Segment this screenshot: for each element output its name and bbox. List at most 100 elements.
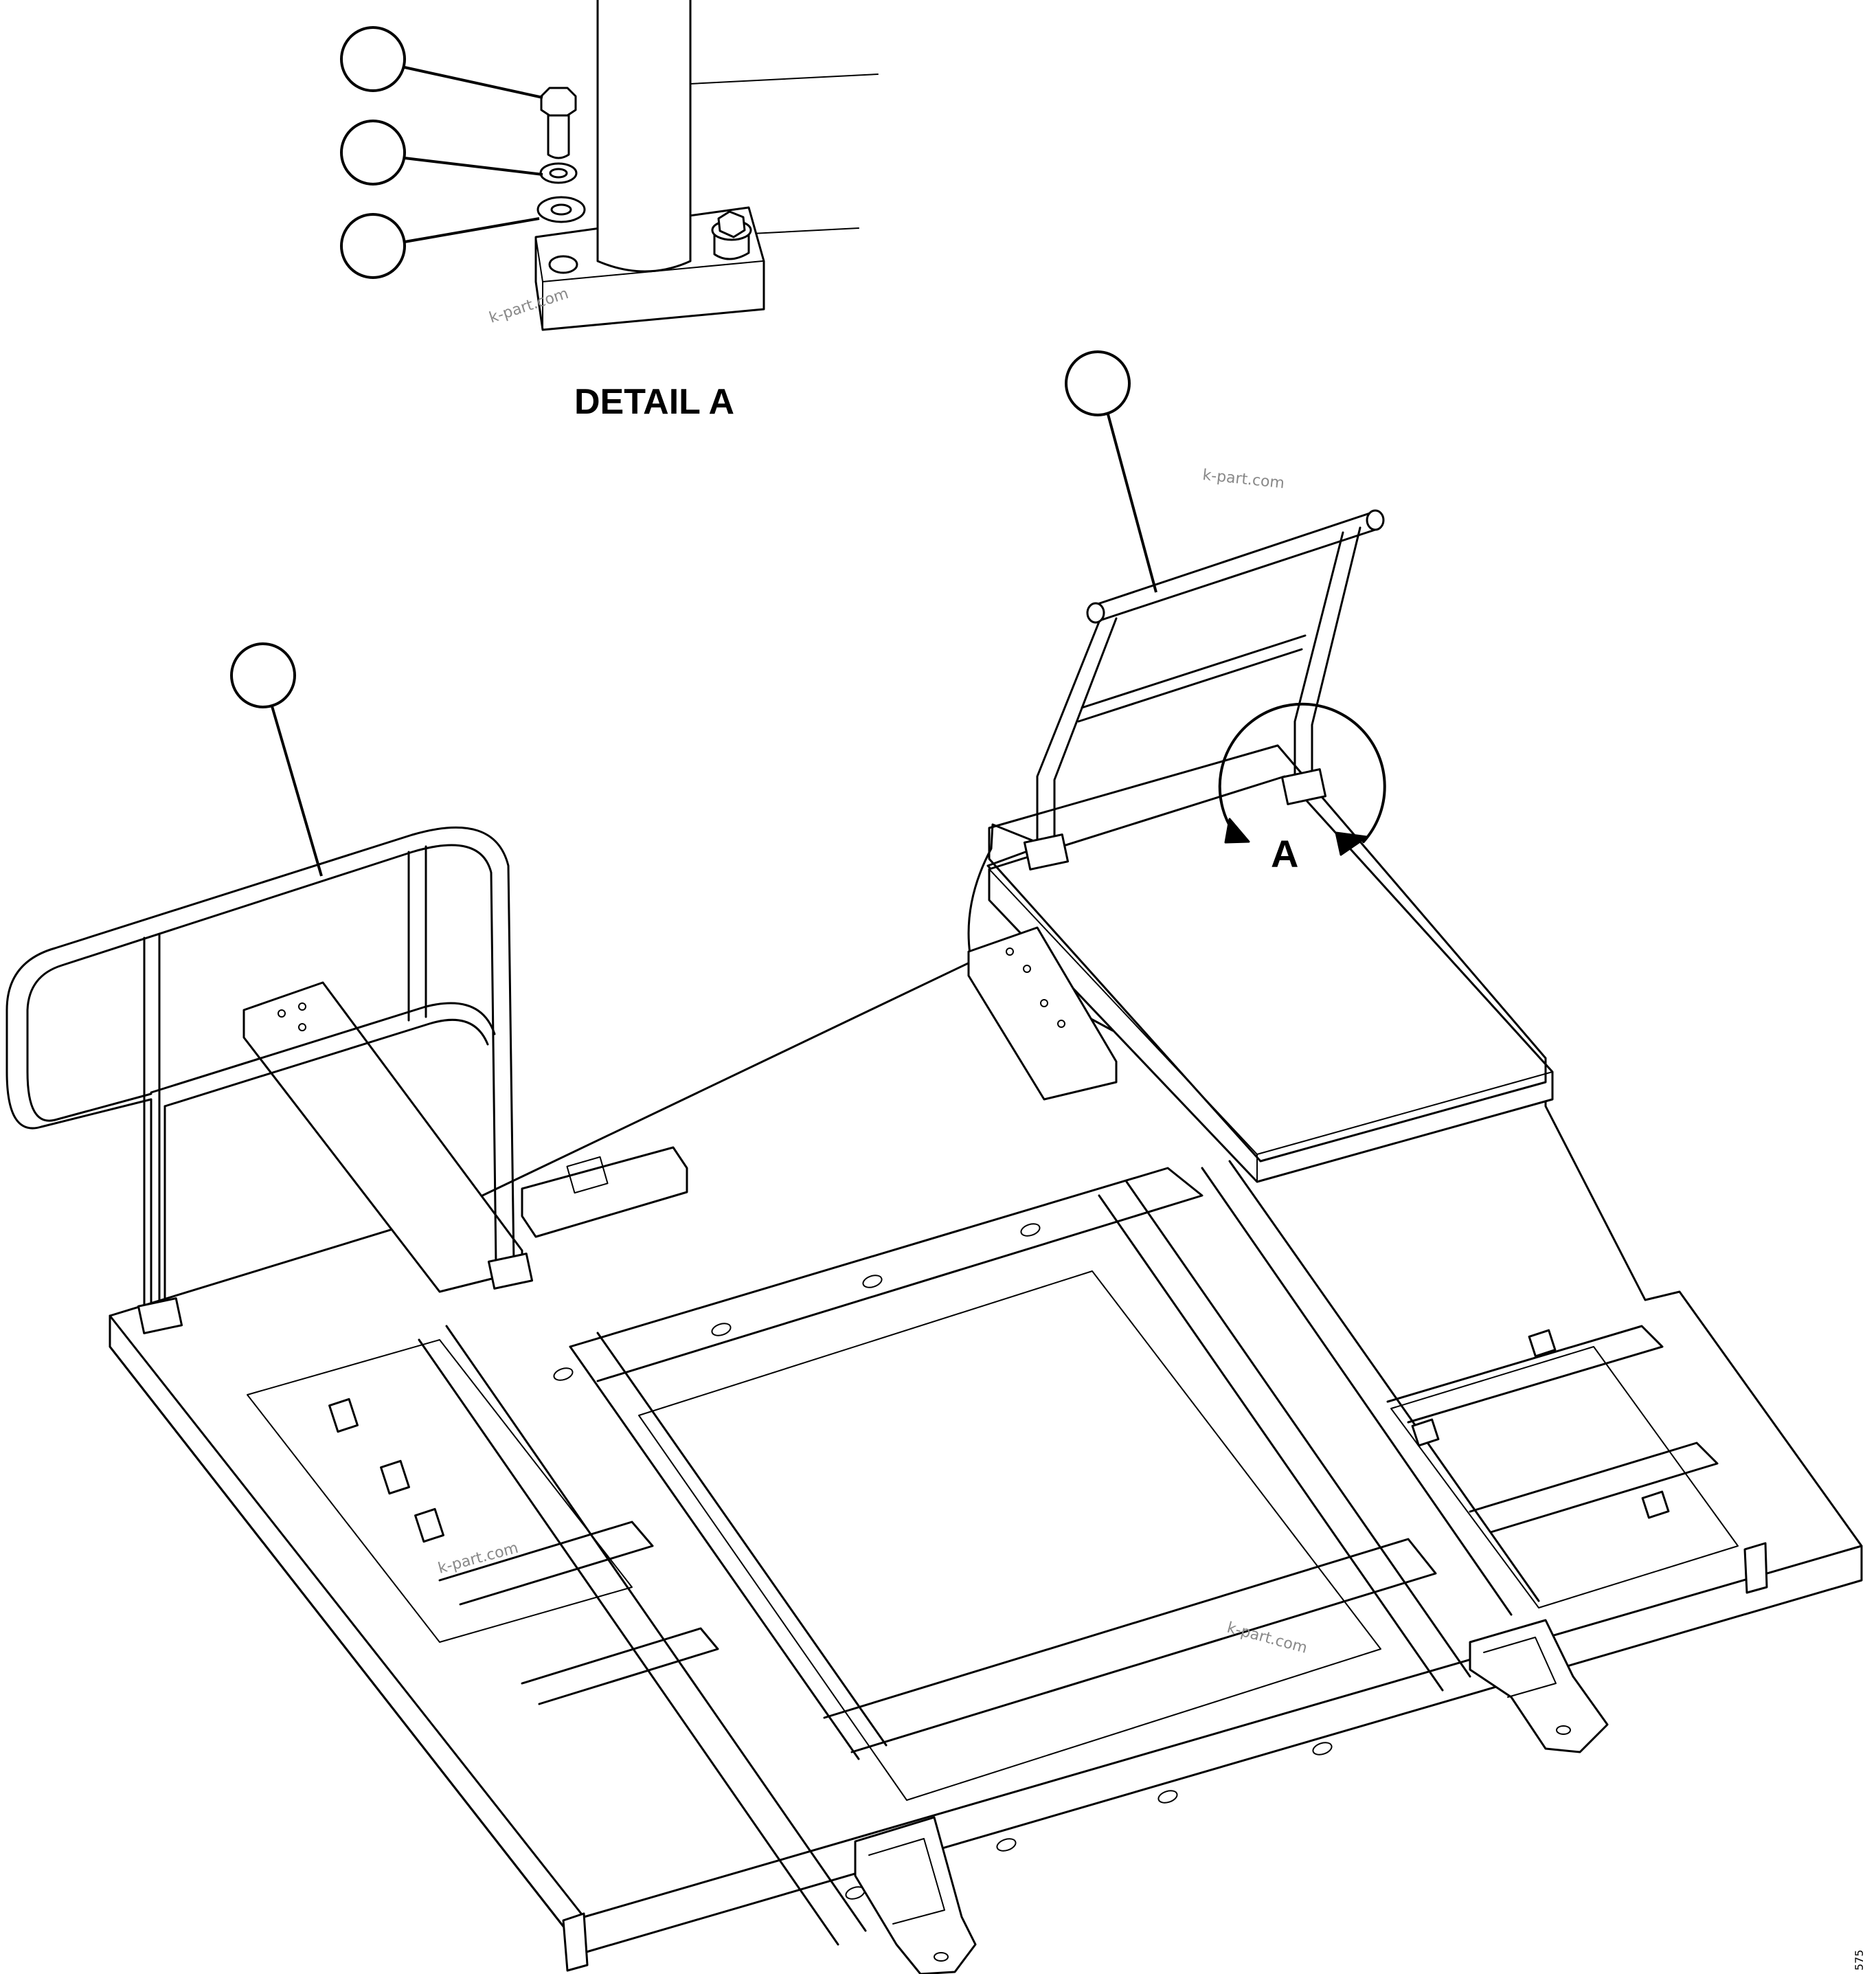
left-handrail-foot-2	[487, 1253, 534, 1290]
step-hole	[1040, 999, 1048, 1007]
slot	[711, 1323, 732, 1336]
support-hole	[278, 1009, 286, 1018]
right-handrail-foot-2	[1280, 768, 1327, 805]
cross-member-mid	[823, 1538, 1437, 1753]
callout-right-handrail	[1065, 350, 1131, 416]
cross-member-low	[438, 1521, 654, 1606]
bracket	[414, 1507, 444, 1543]
detail-lock-washer	[539, 162, 578, 184]
callout-right-handrail-leader	[1107, 414, 1157, 593]
slot	[553, 1367, 574, 1381]
rail-right-1	[1098, 1194, 1444, 1692]
deck-front-edge	[109, 1314, 585, 1954]
bracket	[328, 1398, 359, 1433]
rail-right-2	[1125, 1180, 1471, 1678]
foot-left-inner	[868, 1838, 945, 1925]
callout-lock-washer-leader	[404, 157, 543, 176]
detail-edge-line-1	[690, 74, 879, 85]
foot-right-hole	[1556, 1725, 1571, 1735]
callout-lock-washer	[340, 120, 406, 186]
left-handrail-outer	[5, 826, 515, 1327]
watermark-2: k-part.com	[1201, 467, 1285, 492]
rail-centre-1	[569, 1345, 860, 1760]
bracket	[1641, 1490, 1670, 1519]
detail-post-front	[598, 206, 690, 271]
right-panel	[1390, 1346, 1739, 1608]
right-handrail-post-1	[1036, 617, 1118, 846]
step-hole	[1006, 947, 1014, 956]
callout-bolt-leader	[404, 66, 543, 99]
left-handrail-mid	[150, 1002, 496, 1108]
detail-a-inset: k-part.com DETAIL A	[340, 0, 879, 422]
cross-member-top	[569, 1167, 1203, 1382]
rail-far-right-2	[1228, 1160, 1540, 1602]
cross-member-right	[1386, 1325, 1664, 1424]
clamp-block-ear	[566, 1156, 609, 1194]
end-cap-left	[562, 1912, 589, 1972]
detail-flat-washer	[536, 196, 586, 223]
detail-bolt-head	[540, 87, 577, 117]
left-handrail-post-1	[143, 933, 161, 1327]
callout-left-handrail	[230, 642, 296, 708]
detail-lock-washer-hole	[549, 168, 568, 179]
detail-bolt-shank	[547, 114, 570, 159]
slot	[1157, 1790, 1178, 1804]
callout-flat-washer-leader	[404, 217, 540, 243]
support-hole	[298, 1002, 306, 1011]
detail-a-marker: A	[1271, 832, 1298, 875]
rear-support-left	[242, 981, 523, 1293]
slot	[862, 1275, 883, 1288]
slot	[1020, 1223, 1041, 1237]
step-hole	[1057, 1020, 1065, 1028]
right-handrail-end-cap-right	[1366, 509, 1385, 531]
step-hole	[1023, 965, 1031, 973]
foot-left-hole	[934, 1952, 949, 1962]
rear-support-left-edge	[243, 1037, 440, 1292]
rail-left	[418, 1338, 839, 1946]
detail-a-title: DETAIL A	[574, 382, 734, 422]
left-handrail	[5, 642, 534, 1334]
centre-opening	[638, 1270, 1381, 1801]
rail-left-2	[445, 1325, 867, 1932]
detail-a-circle	[1218, 702, 1386, 843]
bracket	[1411, 1418, 1440, 1447]
end-cap-right	[1743, 1542, 1768, 1594]
right-handrail-end-cap-left	[1086, 602, 1105, 624]
detail-plate-hole	[548, 255, 578, 274]
slot	[1312, 1742, 1333, 1756]
slots	[553, 1223, 1333, 1900]
left-handrail-foot-1	[137, 1297, 183, 1334]
right-handrail-post-2	[1293, 526, 1361, 778]
right-handrail-top-rail	[1094, 511, 1379, 623]
cross-member-right-2	[1469, 1442, 1719, 1534]
detail-a-arrow-right	[1335, 831, 1368, 856]
left-panel	[247, 1339, 633, 1643]
foot-right-inner	[1483, 1637, 1557, 1698]
drawing-code: 575	[1853, 1949, 1866, 1971]
watermark-3: k-part.com	[436, 1540, 520, 1578]
deck-frame	[109, 744, 1863, 1974]
callout-bolt	[340, 26, 406, 92]
detail-flat-washer-hole	[550, 203, 572, 216]
upper-right-base	[988, 744, 1547, 1163]
right-handrail-foot-1	[1023, 833, 1070, 871]
right-handrail: A	[1023, 350, 1386, 875]
detail-post-outline	[596, 198, 692, 273]
clamp-block	[521, 1146, 688, 1238]
left-handrail-post-2	[407, 845, 427, 1022]
left-handrail-inner	[26, 844, 497, 1327]
callout-left-handrail-leader	[271, 706, 323, 877]
rail-centre-2	[596, 1332, 888, 1747]
detail-installed-bolt-hex	[717, 210, 746, 238]
deck-front-edge-inner	[109, 1314, 1863, 1918]
upper-step	[967, 926, 1118, 1101]
bracket	[380, 1459, 410, 1495]
cross-member-low-2	[521, 1627, 719, 1705]
right-handrail-mid-rail	[1077, 634, 1307, 723]
deck-outline	[109, 823, 1863, 1954]
slot	[996, 1838, 1017, 1852]
foot-right	[1469, 1619, 1609, 1753]
support-hole	[298, 1023, 306, 1031]
rail-far-right-1	[1201, 1167, 1513, 1616]
